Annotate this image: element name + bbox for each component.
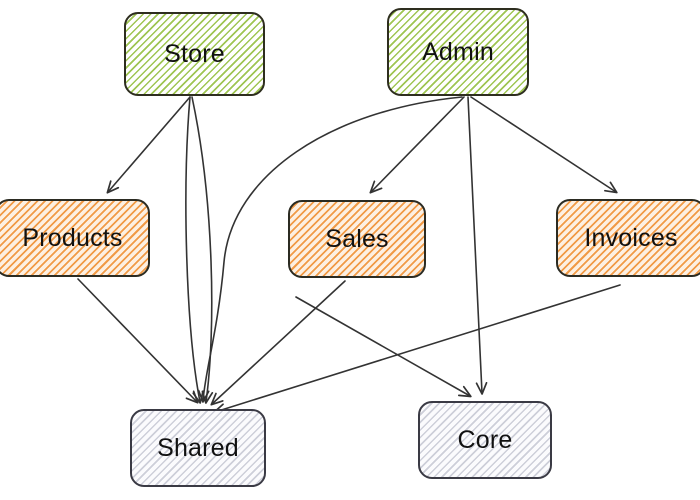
node-core-label: Core <box>457 425 513 454</box>
edge-sales-shared <box>210 280 346 406</box>
edge-products-shared <box>77 278 199 404</box>
node-admin-label: Admin <box>422 37 494 66</box>
edge-admin-core <box>467 96 488 395</box>
edge-admin-sales <box>369 96 465 194</box>
edge-sales-core <box>295 296 472 398</box>
node-core[interactable]: Core <box>418 401 552 479</box>
node-store-label: Store <box>164 39 225 68</box>
node-shared[interactable]: Shared <box>130 409 266 487</box>
edge-store-shared-b <box>191 96 214 404</box>
node-admin[interactable]: Admin <box>387 8 529 96</box>
node-products[interactable]: Products <box>0 199 150 277</box>
node-store[interactable]: Store <box>124 12 265 96</box>
edge-store-shared-a <box>185 96 204 404</box>
node-sales-label: Sales <box>325 224 389 253</box>
edge-admin-invoices <box>470 96 618 194</box>
node-sales[interactable]: Sales <box>288 200 426 278</box>
node-invoices[interactable]: Invoices <box>556 199 700 277</box>
edge-admin-shared <box>197 96 463 403</box>
edge-store-products <box>106 96 191 194</box>
edge-invoices-shared <box>213 284 621 415</box>
node-invoices-label: Invoices <box>584 223 678 252</box>
node-shared-label: Shared <box>157 433 239 462</box>
node-products-label: Products <box>22 223 123 252</box>
